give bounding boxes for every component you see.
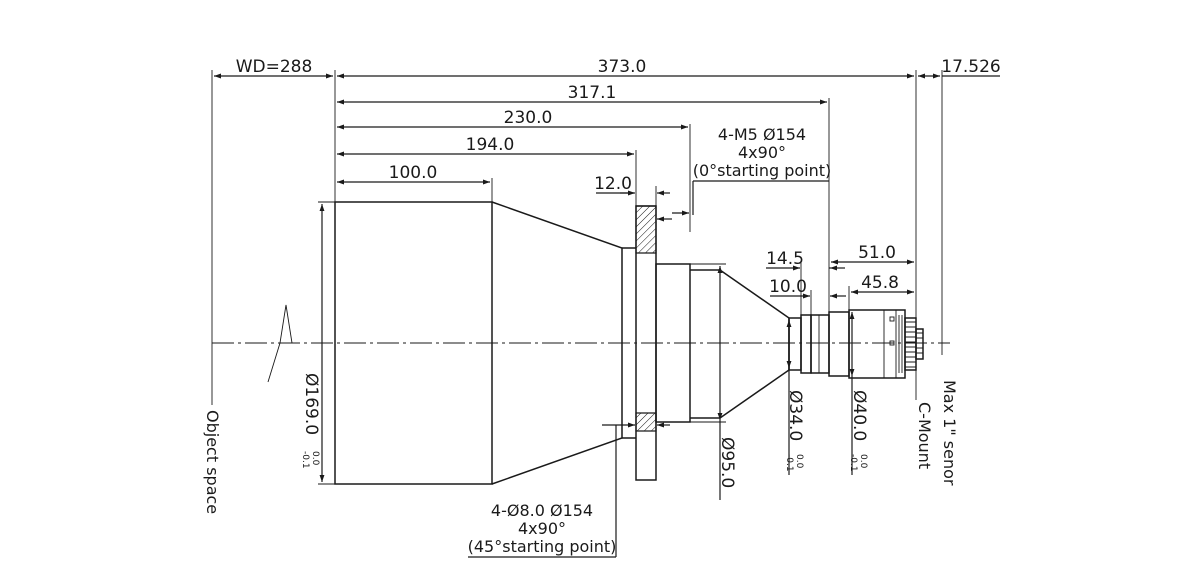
mounting-flange: [622, 205, 657, 481]
rear-hub: [655, 263, 691, 423]
dim-total: 373.0: [598, 57, 647, 77]
hole-note-line1: 4-Ø8.0 Ø154: [491, 501, 593, 520]
callout-m5: 4-M5 Ø154 4x90° (0°starting point): [692, 125, 832, 215]
dim-14-5: 14.5: [766, 249, 804, 269]
dim-194: 194.0: [466, 135, 515, 155]
dim-12: 12.0: [594, 174, 632, 194]
c-mount-thread: [904, 317, 924, 371]
dia-169-tol-upper: 0.0: [310, 451, 320, 466]
horizontal-dimensions: WD=288 373.0 17.526 317.1 230.0 194.0 10…: [214, 57, 1001, 318]
dim-wd: WD=288: [236, 57, 313, 77]
hole-note-line2: 4x90°: [518, 519, 566, 538]
m5-note-line2: 4x90°: [738, 143, 786, 162]
dia-34-tol-lower: -0.1: [784, 454, 794, 472]
extension-lines: [211, 70, 943, 405]
dia-34: Ø34.0: [785, 390, 805, 441]
label-sensor: Max 1" senor: [940, 380, 959, 486]
optical-axis: [212, 304, 950, 383]
dia-34-tol-upper: 0.0: [794, 454, 804, 469]
dim-10: 10.0: [769, 277, 807, 297]
dim-230: 230.0: [504, 108, 553, 128]
dim-100: 100.0: [389, 163, 438, 183]
dia-169-tol-lower: -0.1: [300, 451, 310, 469]
m5-note-line3: (0°starting point): [693, 161, 832, 180]
dim-45-8: 45.8: [861, 273, 899, 293]
side-labels: Object space C-Mount Max 1" senor: [203, 380, 959, 514]
dia-169: Ø169.0: [301, 373, 321, 435]
front-barrel: [334, 201, 493, 485]
dia-40-tol-lower: -0.1: [848, 454, 858, 472]
dia-40: Ø40.0: [849, 390, 869, 441]
hole-note-line3: (45°starting point): [468, 537, 617, 556]
label-c-mount: C-Mount: [915, 402, 934, 469]
focus-ring: [828, 309, 906, 379]
rear-tube: [788, 314, 830, 374]
diameter-dimensions: Ø169.0 0.0 -0.1 Ø95.0 Ø34.0 0.0 -0.1 Ø40…: [300, 201, 869, 500]
dim-51: 51.0: [858, 243, 896, 263]
label-object-space: Object space: [203, 410, 222, 514]
callout-holes: 4-Ø8.0 Ø154 4x90° (45°starting point): [468, 422, 670, 558]
dim-back-focus: 17.526: [941, 57, 1000, 77]
dia-40-tol-upper: 0.0: [858, 454, 868, 469]
dim-317: 317.1: [568, 83, 617, 103]
m5-note-line1: 4-M5 Ø154: [718, 125, 806, 144]
dia-95: Ø95.0: [717, 437, 737, 488]
